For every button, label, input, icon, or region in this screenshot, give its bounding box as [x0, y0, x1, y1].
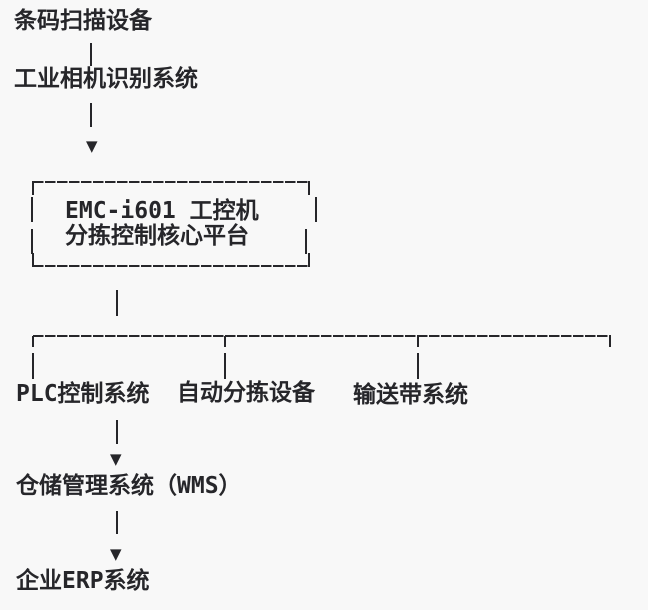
node-conveyor-system: 输送带系统: [353, 382, 468, 408]
node-auto-sorting-equipment: 自动分拣设备: [177, 380, 315, 406]
connector-line: [90, 43, 92, 66]
node-industrial-camera: 工业相机识别系统: [14, 66, 198, 92]
branch-rail-corner: [609, 336, 611, 347]
connector-line: [116, 511, 118, 534]
core-box-corner: [32, 253, 34, 267]
connector-line: [417, 353, 419, 379]
branch-rail: [33, 335, 611, 337]
core-box-corner: [308, 253, 310, 267]
core-box-border-right: [305, 229, 307, 254]
core-box-border-left: [31, 197, 33, 222]
node-wms: 仓储管理系统（WMS）: [16, 473, 242, 499]
core-box-border-left: [31, 229, 33, 254]
core-box-border-right: [315, 197, 317, 222]
down-arrow-icon: ▼: [110, 450, 122, 468]
connector-line: [32, 353, 34, 379]
core-box-border-bottom: [33, 265, 310, 267]
node-barcode-scanner: 条码扫描设备: [14, 8, 152, 34]
core-box-corner: [32, 181, 34, 195]
node-plc-control: PLC控制系统: [16, 381, 150, 407]
node-core-controller-line1: EMC-i601 工控机: [65, 198, 259, 224]
core-box-corner: [308, 181, 310, 195]
connector-line: [90, 103, 92, 127]
down-arrow-icon: ▼: [110, 545, 122, 563]
connector-line: [116, 420, 118, 444]
connector-line: [224, 353, 226, 379]
node-core-controller-line2: 分拣控制核心平台: [65, 223, 249, 249]
down-arrow-icon: ▼: [86, 137, 98, 155]
branch-tee: [224, 336, 226, 347]
connector-line: [116, 290, 118, 316]
node-erp: 企业ERP系统: [16, 568, 150, 594]
core-box-border-top: [33, 181, 310, 183]
branch-rail-corner: [32, 336, 34, 347]
branch-tee: [417, 336, 419, 347]
